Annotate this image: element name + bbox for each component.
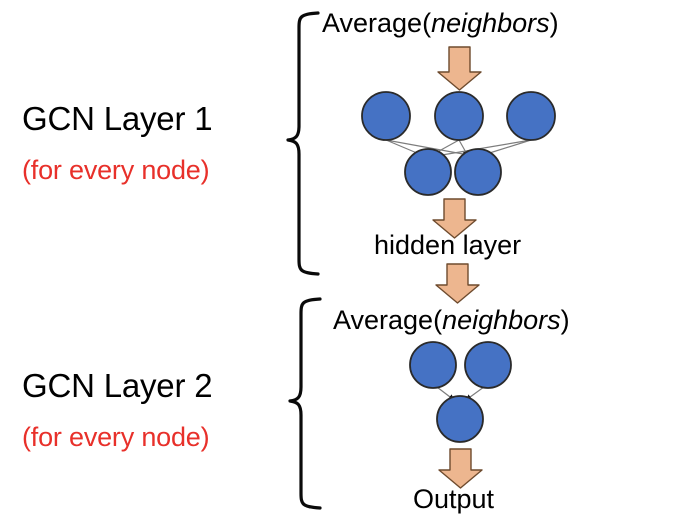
layer-2-subtitle: (for every node) [22,422,210,452]
layer-2-bottom-nodes [436,395,484,443]
node [454,148,502,196]
layer-1-subtitle: (for every node) [22,155,210,185]
layer-1-brace [286,11,320,276]
layer-1-title: GCN Layer 1 [22,100,213,137]
caption-prefix: Average( [333,305,443,335]
layer-2-brace [288,297,322,510]
layer-2-title: GCN Layer 2 [22,367,213,404]
node [404,148,452,196]
layer-1-input-arrow-icon [437,46,482,91]
node [464,341,512,389]
node [434,91,484,141]
caption-italic: neighbors [442,305,561,335]
interlayer-arrow-icon [435,263,480,304]
node [506,91,556,141]
layer-2-top-nodes [409,341,512,389]
caption-suffix: ) [560,305,570,335]
layer-1-edges [385,139,532,159]
layer-1-average-caption: Average(neighbors) [322,8,559,39]
layer-2-output-label: Output [413,484,495,514]
layer-2-average-caption: Average(neighbors) [333,305,570,336]
layer-1-bottom-nodes [404,148,502,196]
layer-1-output-label: hidden layer [374,230,522,260]
node [436,395,484,443]
layer-1-output-arrow-icon [432,198,477,239]
caption-prefix: Average( [322,8,432,38]
caption-italic: neighbors [431,8,550,38]
node [361,91,411,141]
caption-suffix: ) [549,8,559,38]
layer-2-output-arrow-icon [438,448,483,489]
layer-1-top-nodes [361,91,556,141]
node [409,341,457,389]
